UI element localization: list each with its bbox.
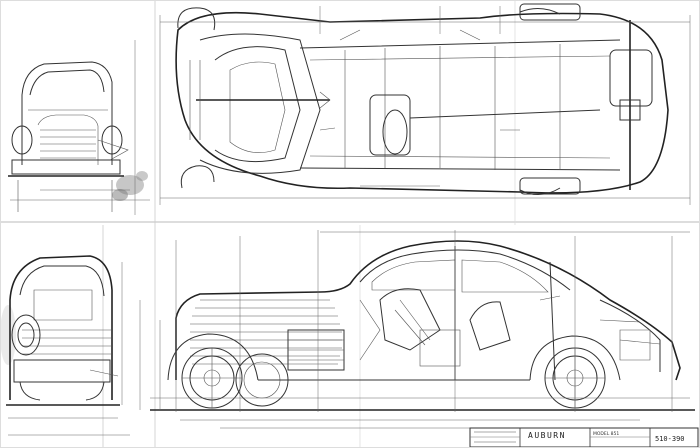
rear-elevation-view xyxy=(6,255,130,436)
plan-view-underside xyxy=(159,3,691,205)
title-block-sheet-number: 510-390 xyxy=(655,435,685,443)
front-elevation-view xyxy=(8,40,150,215)
title-block-company: AUBURN xyxy=(528,431,566,440)
title-block-model: MODEL 851 xyxy=(593,431,619,437)
side-elevation-view xyxy=(139,230,695,429)
title-block: AUBURN MODEL 851 510-390 xyxy=(469,427,699,448)
